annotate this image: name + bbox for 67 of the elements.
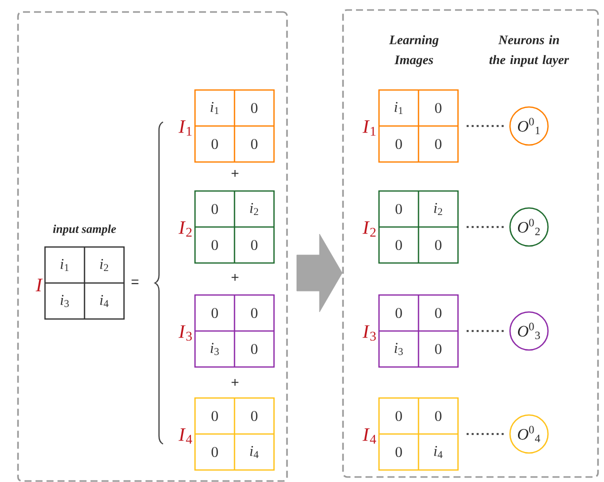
node-label: 0 — [396, 240, 402, 250]
node-label: 0 — [251, 102, 258, 114]
operator-sign: + — [232, 274, 238, 281]
node-label: 0 — [396, 308, 402, 318]
matrix-label: I$_{1}$ — [362, 120, 376, 136]
matrix-grid: 0 0 0 i$_{4}$ — [378, 397, 459, 471]
node-label: i$_{4}$ — [100, 294, 109, 308]
node-label: 0 — [435, 410, 442, 422]
node-label: 0 — [435, 138, 442, 150]
matrix-grid: i$_{1}$ 0 0 0 — [194, 89, 275, 163]
matrix-label: I$_{3}$ — [362, 325, 376, 341]
operator-sign: + — [232, 378, 238, 386]
node-label: i$_{2}$ — [250, 202, 258, 216]
matrix-grid: 0 i$_{2}$ 0 0 — [378, 190, 459, 264]
matrix-label: I$_{2}$ — [178, 221, 192, 237]
node-label: 0 — [435, 344, 442, 354]
node-label: 0 — [251, 344, 258, 354]
matrix-label: I$_{1}$ — [178, 120, 192, 136]
block-arrow — [296, 234, 342, 312]
node-label: 0 — [251, 138, 258, 150]
node-label: 0 — [396, 410, 402, 422]
matrix-label: I$_{3}$ — [178, 325, 192, 341]
matrix-grid: 0 0 i$_{3}$ 0 — [378, 294, 459, 368]
dotted-connector — [466, 433, 506, 435]
node-label: i$_{3}$ — [60, 294, 69, 308]
node-label: i$_{3}$ — [210, 342, 219, 356]
panel-frame — [17, 11, 288, 482]
node-label: 0 — [212, 308, 218, 318]
dotted-connector — [466, 330, 506, 332]
node-label: i$_{2}$ — [100, 258, 108, 272]
dotted-connector — [466, 125, 506, 127]
column-heading: Neurons in the input layer — [489, 35, 570, 67]
matrix-grid: 0 0 0 i$_{4}$ — [194, 397, 275, 471]
node-label: 0 — [212, 446, 218, 458]
matrix-label: I$_{4}$ — [178, 428, 192, 444]
node-label: 0 — [435, 102, 442, 114]
heading: input sample — [53, 224, 116, 236]
matrix-label: I$_{4}$ — [362, 428, 376, 444]
node-label: i$_{1}$ — [394, 102, 403, 114]
node-label: i$_{4}$ — [434, 446, 443, 458]
node-label: 0 — [212, 240, 218, 250]
node-label: 0 — [396, 446, 402, 458]
node-label: 0 — [212, 410, 218, 422]
matrix-grid: 0 0 i$_{3}$ 0 — [194, 294, 275, 368]
node-label: 0 — [251, 410, 258, 422]
node-label: 0 — [435, 240, 442, 250]
node-label: i$_{4}$ — [250, 446, 259, 458]
matrix-label: I$_{2}$ — [362, 221, 376, 237]
node-label: i$_{3}$ — [394, 342, 403, 356]
node-label: 0 — [251, 308, 258, 318]
node-label: i$_{1}$ — [60, 258, 69, 272]
operator-sign: + — [232, 170, 238, 177]
node-label: i$_{2}$ — [434, 202, 442, 216]
matrix-label: I — [36, 278, 43, 292]
node-label: i$_{1}$ — [210, 102, 219, 114]
matrix-grid: 0 i$_{2}$ 0 0 — [194, 190, 275, 264]
node-label: 0 — [212, 204, 218, 214]
panel-frame — [342, 9, 599, 478]
node-label: 0 — [396, 138, 402, 150]
matrix-grid: i$_{1}$ i$_{2}$ i$_{3}$ i$_{4}$ — [44, 246, 125, 320]
node-label: 0 — [396, 204, 402, 214]
dotted-connector — [466, 226, 506, 228]
node-label: 0 — [435, 308, 442, 318]
node-label: 0 — [212, 138, 218, 150]
matrix-grid: i$_{1}$ 0 0 0 — [378, 89, 459, 163]
column-heading: Learning Images — [389, 35, 438, 67]
node-label: 0 — [251, 240, 258, 250]
